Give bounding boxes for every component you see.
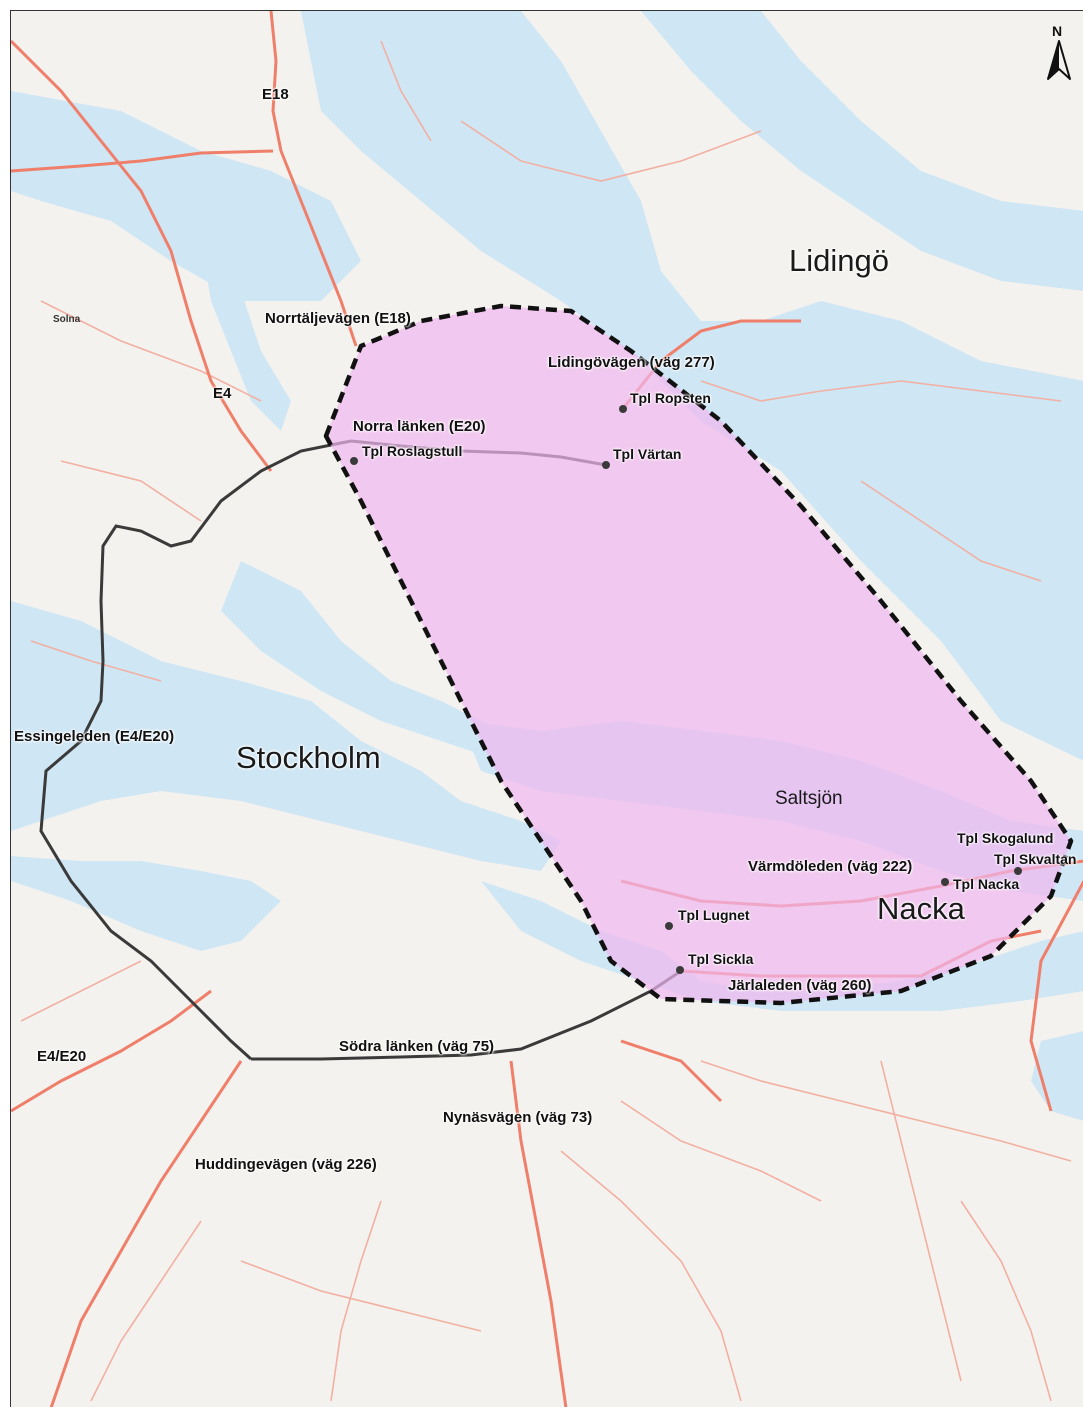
place-solna: Solna (53, 314, 81, 325)
road-label-huddingevagen: Huddingevägen (väg 226) (195, 1156, 377, 1173)
water-strait-east (641, 11, 1083, 291)
minor-road-network (20, 40, 1072, 1402)
north-arrow: N (1044, 23, 1074, 83)
road-south-east (620, 1039, 723, 1103)
interchange-label-vartan: Tpl Värtan (613, 446, 682, 462)
place-lidingo: Lidingö (789, 243, 889, 278)
interchange-label-sickla: Tpl Sickla (688, 951, 754, 967)
road-e18-west (11, 149, 274, 173)
interchange-label-ropsten: Tpl Ropsten (630, 390, 711, 406)
water-inlet-north (11, 91, 361, 301)
water-bay-north (301, 11, 1083, 761)
marker-skvaltan (1014, 867, 1022, 875)
water-lake-malaren (11, 601, 561, 871)
road-label-e4: E4 (213, 385, 232, 402)
interchange-label-skogalund: Tpl Skogalund (957, 830, 1054, 846)
marker-vartan (602, 461, 610, 469)
road-label-varmdoleden: Värmdöleden (väg 222) (748, 858, 913, 875)
north-label: N (1052, 23, 1063, 39)
road-label-jarlaleden: Järlaleden (väg 260) (728, 977, 872, 994)
road-label-lidingovagen: Lidingövägen (väg 277) (548, 354, 715, 371)
road-label-sodra-lanken: Södra länken (väg 75) (339, 1038, 495, 1055)
interchange-label-skvaltan: Tpl Skvaltan (994, 851, 1077, 867)
marker-sickla (676, 966, 684, 974)
interchange-label-lugnet: Tpl Lugnet (678, 907, 750, 923)
road-label-nynasvagen: Nynäsvägen (väg 73) (443, 1109, 593, 1126)
map-frame: Stockholm Lidingö Nacka Saltsjön Solna E… (10, 10, 1083, 1407)
road-label-essingeleden: Essingeleden (E4/E20) (14, 728, 175, 745)
base-map (11, 11, 1083, 1407)
road-essingeleden (39, 439, 352, 1061)
interchange-label-nacka: Tpl Nacka (953, 876, 1020, 892)
place-nacka: Nacka (877, 891, 965, 926)
road-e4-north (11, 39, 273, 472)
water-lake-east (1031, 1031, 1083, 1121)
place-saltsjon: Saltsjön (775, 788, 843, 809)
marker-roslagstull (350, 457, 358, 465)
interchange-markers (350, 405, 1022, 974)
road-label-e4-e20: E4/E20 (37, 1048, 87, 1065)
water-riddarfjarden (221, 561, 521, 761)
study-zone (323, 303, 1074, 1006)
road-east-north (1029, 880, 1083, 1112)
marker-lugnet (665, 922, 673, 930)
road-sodra-lanken (251, 969, 682, 1061)
water-sodra-bay (11, 856, 281, 951)
road-huddinge (49, 1060, 243, 1407)
interchange-label-roslagstull: Tpl Roslagstull (362, 443, 463, 459)
road-e4-south (11, 989, 212, 1113)
water-brunnsviken (201, 241, 291, 431)
road-label-e18: E18 (262, 86, 289, 103)
north-arrow-icon (1047, 40, 1071, 80)
marker-ropsten (619, 405, 627, 413)
road-nynasvagen (509, 1060, 568, 1407)
marker-nacka (941, 878, 949, 886)
place-stockholm: Stockholm (236, 740, 381, 775)
road-e18 (269, 11, 358, 347)
road-label-norra-lanken: Norra länken (E20) (353, 418, 486, 435)
road-label-norrtaljevagen: Norrtäljevägen (E18) (265, 310, 411, 327)
